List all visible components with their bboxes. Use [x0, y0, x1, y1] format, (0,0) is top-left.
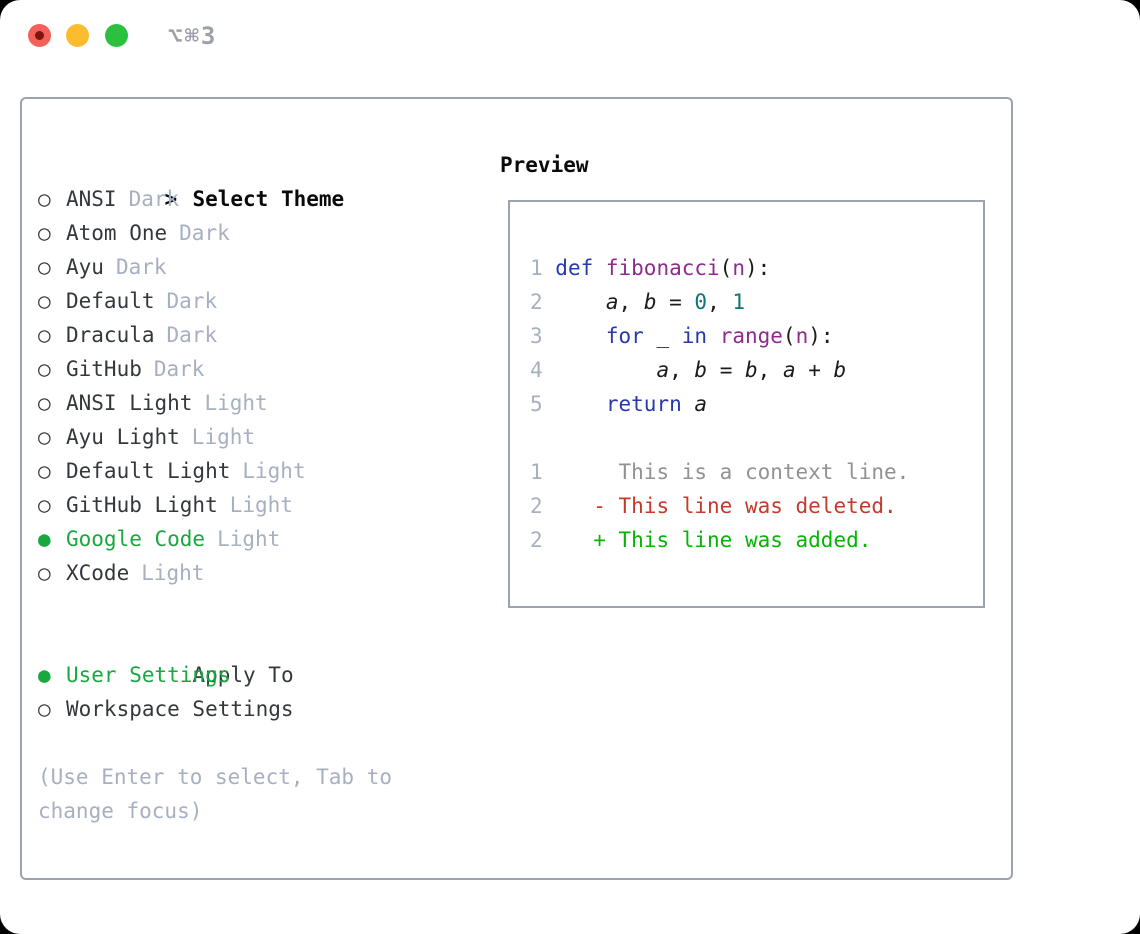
- option-variant-label: Light: [204, 391, 268, 415]
- radio-selected-icon: ●: [38, 663, 51, 687]
- radio-unselected-icon: ○: [38, 187, 51, 211]
- option-label: XCode: [66, 561, 130, 585]
- option-variant-label: Dark: [153, 357, 205, 381]
- option-label: Ayu Light: [66, 425, 180, 449]
- radio-unselected-icon: ○: [38, 493, 51, 517]
- radio-unselected-icon: ○: [38, 697, 51, 721]
- radio-unselected-icon: ○: [38, 561, 51, 585]
- code-preview: 1 def fibonacci(n): 2 a, b = 0, 1 3 for _ …: [530, 251, 846, 421]
- theme-option-default-light[interactable]: ○ Default Light Light: [38, 454, 344, 488]
- theme-option-ayu[interactable]: ○ Ayu Dark: [38, 250, 344, 284]
- zoom-button[interactable]: [105, 24, 128, 47]
- diff-line: 2 + This line was added.: [530, 528, 872, 552]
- help-text: (Use Enter to select, Tab to change focu…: [38, 760, 392, 828]
- option-variant-label: Dark: [128, 187, 180, 211]
- radio-unselected-icon: ○: [38, 323, 51, 347]
- cursor-marker-icon: >: [164, 187, 178, 211]
- apply-option-workspace-settings[interactable]: ○ Workspace Settings: [38, 692, 294, 726]
- diff-preview: 1 This is a context line. 2 - This line w…: [530, 455, 909, 557]
- option-label: GitHub Light: [66, 493, 218, 517]
- option-label: Default Light: [66, 459, 231, 483]
- option-label: Ayu: [66, 255, 104, 279]
- option-label: Dracula: [66, 323, 155, 347]
- option-label: ANSI Light: [66, 391, 193, 415]
- option-label: ANSI: [66, 187, 117, 211]
- help-line-1: (Use Enter to select, Tab to: [38, 765, 393, 789]
- apply-to-title: Apply To: [192, 663, 294, 687]
- option-variant-label: Light: [141, 561, 205, 585]
- code-line: 2 a, b = 0, 1: [530, 290, 746, 314]
- diff-line: 1 This is a context line.: [530, 460, 910, 484]
- option-variant-label: Light: [242, 459, 306, 483]
- theme-option-ayu-light[interactable]: ○ Ayu Light Light: [38, 420, 344, 454]
- option-label: Google Code: [66, 527, 206, 551]
- code-line: 3 for _ in range(n):: [530, 324, 834, 348]
- option-label: Default: [66, 289, 155, 313]
- radio-unselected-icon: ○: [38, 459, 51, 483]
- theme-option-github-light[interactable]: ○ GitHub Light Light: [38, 488, 344, 522]
- window-titlebar: ⌥⌘3: [0, 0, 1140, 70]
- minimize-button[interactable]: [66, 24, 89, 47]
- theme-option-atom-one[interactable]: ○ Atom One Dark: [38, 216, 344, 250]
- preview-panel: 1 def fibonacci(n): 2 a, b = 0, 1 3 for _ …: [508, 200, 985, 608]
- radio-selected-icon: ●: [38, 527, 51, 551]
- help-line-2: change focus): [38, 799, 203, 823]
- option-label: User Settings: [66, 663, 231, 687]
- radio-unselected-icon: ○: [38, 391, 51, 415]
- theme-option-default[interactable]: ○ Default Dark: [38, 284, 344, 318]
- theme-option-ansi-light[interactable]: ○ ANSI Light Light: [38, 386, 344, 420]
- option-variant-label: Dark: [166, 289, 218, 313]
- apply-option-user-settings[interactable]: ● User Settings: [38, 658, 294, 692]
- window-title: ⌥⌘3: [168, 22, 218, 50]
- theme-option-xcode[interactable]: ○ XCode Light: [38, 556, 344, 590]
- option-label: Workspace Settings: [66, 697, 294, 721]
- option-variant-label: Dark: [179, 221, 230, 245]
- code-line: 4 a, b = b, a + b: [530, 358, 847, 382]
- option-variant-label: Light: [217, 527, 281, 551]
- radio-unselected-icon: ○: [38, 425, 51, 449]
- theme-option-dracula[interactable]: ○ Dracula Dark: [38, 318, 344, 352]
- preview-title: Preview: [500, 153, 589, 177]
- apply-to-section: Apply To ● User Settings ○ Workspace Settin…: [38, 624, 294, 726]
- code-line: 5 return a: [530, 392, 708, 416]
- radio-unselected-icon: ○: [38, 221, 51, 245]
- theme-list-title: Select Theme: [192, 187, 345, 211]
- theme-option-ansi[interactable]: ○ ANSI Dark: [38, 182, 344, 216]
- diff-line: 2 - This line was deleted.: [530, 494, 897, 518]
- radio-unselected-icon: ○: [38, 289, 51, 313]
- option-variant-label: Dark: [166, 323, 218, 347]
- radio-unselected-icon: ○: [38, 255, 51, 279]
- option-variant-label: Light: [191, 425, 256, 449]
- theme-list-header: > Select Theme: [38, 148, 344, 211]
- apply-to-header: Apply To: [38, 624, 293, 687]
- option-label: Atom One: [66, 221, 168, 245]
- option-label: GitHub: [66, 357, 142, 381]
- theme-option-github[interactable]: ○ GitHub Dark: [38, 352, 344, 386]
- option-variant-label: Dark: [115, 255, 167, 279]
- option-variant-label: Light: [229, 493, 293, 517]
- code-line: 1 def fibonacci(n):: [530, 256, 771, 280]
- theme-option-google-code[interactable]: ● Google Code Light: [38, 522, 344, 556]
- radio-unselected-icon: ○: [38, 357, 51, 381]
- close-button[interactable]: [28, 24, 51, 47]
